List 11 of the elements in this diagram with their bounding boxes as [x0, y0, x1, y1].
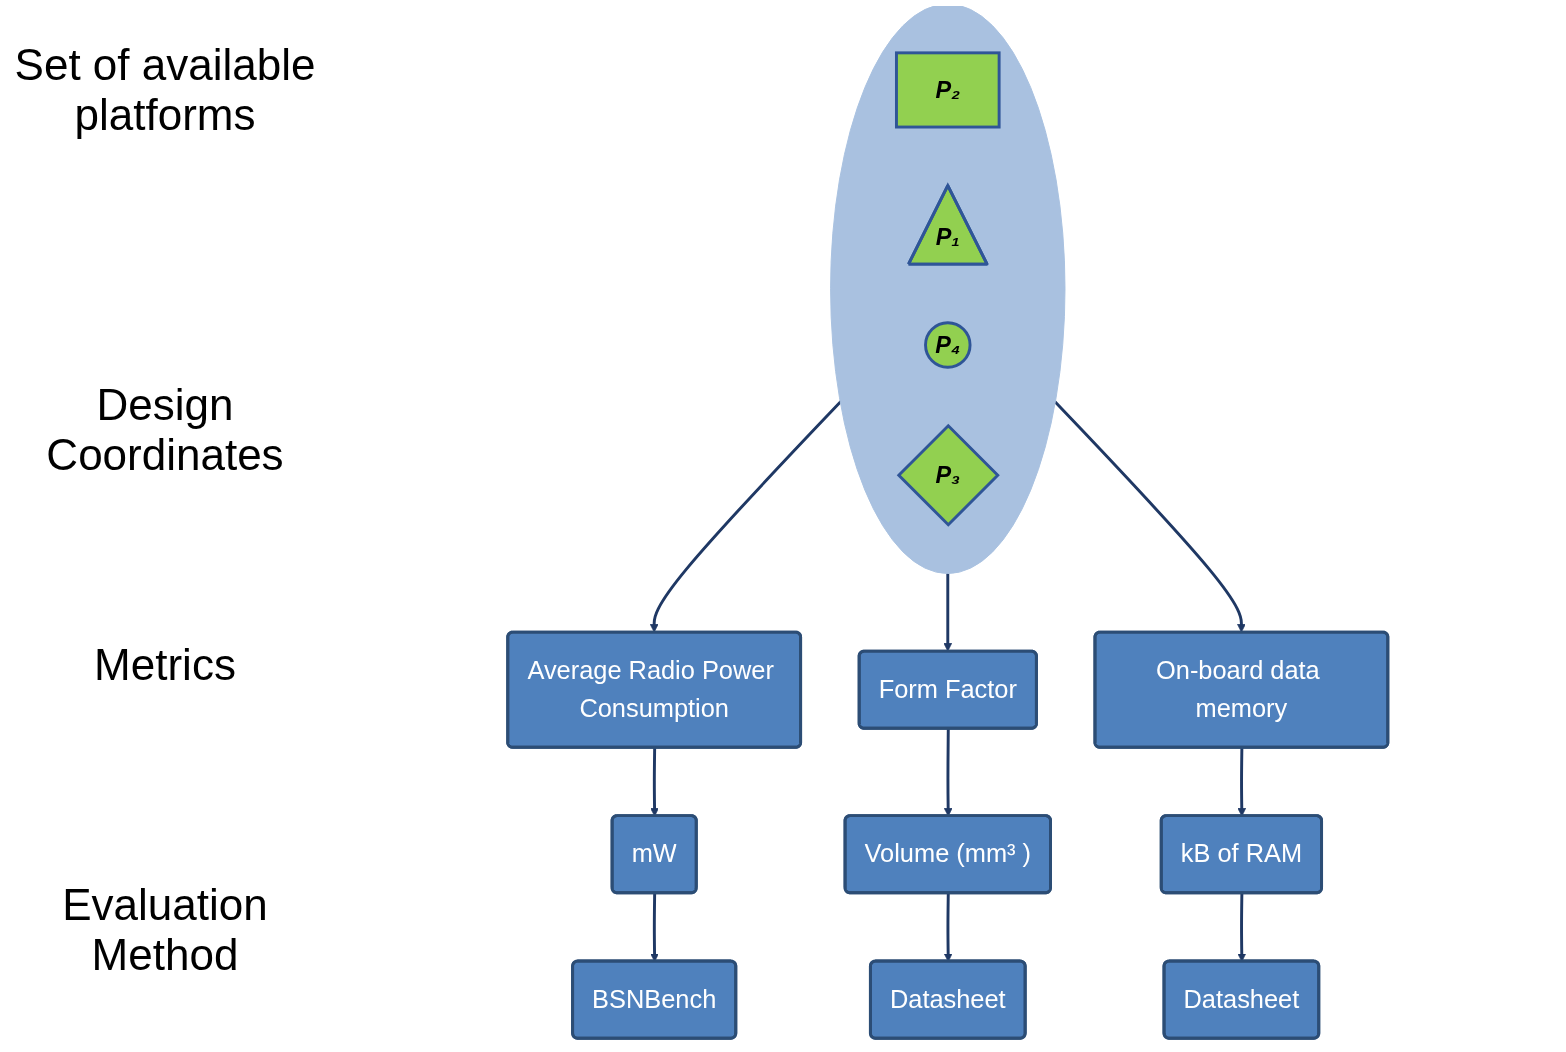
row-label: Design Coordinates [45, 380, 285, 480]
row-label: Set of available platforms [13, 40, 317, 140]
node-diamond: P₃ [896, 423, 1000, 527]
cluster [830, 6, 1066, 575]
arrow [650, 893, 660, 962]
row-label: Evaluation Method [61, 880, 269, 980]
row-label: Metrics [93, 640, 237, 690]
node-box: P₂ [895, 51, 1001, 129]
node-circle: P₄ [924, 321, 972, 369]
arrow [944, 893, 953, 962]
arrow [1237, 893, 1247, 962]
